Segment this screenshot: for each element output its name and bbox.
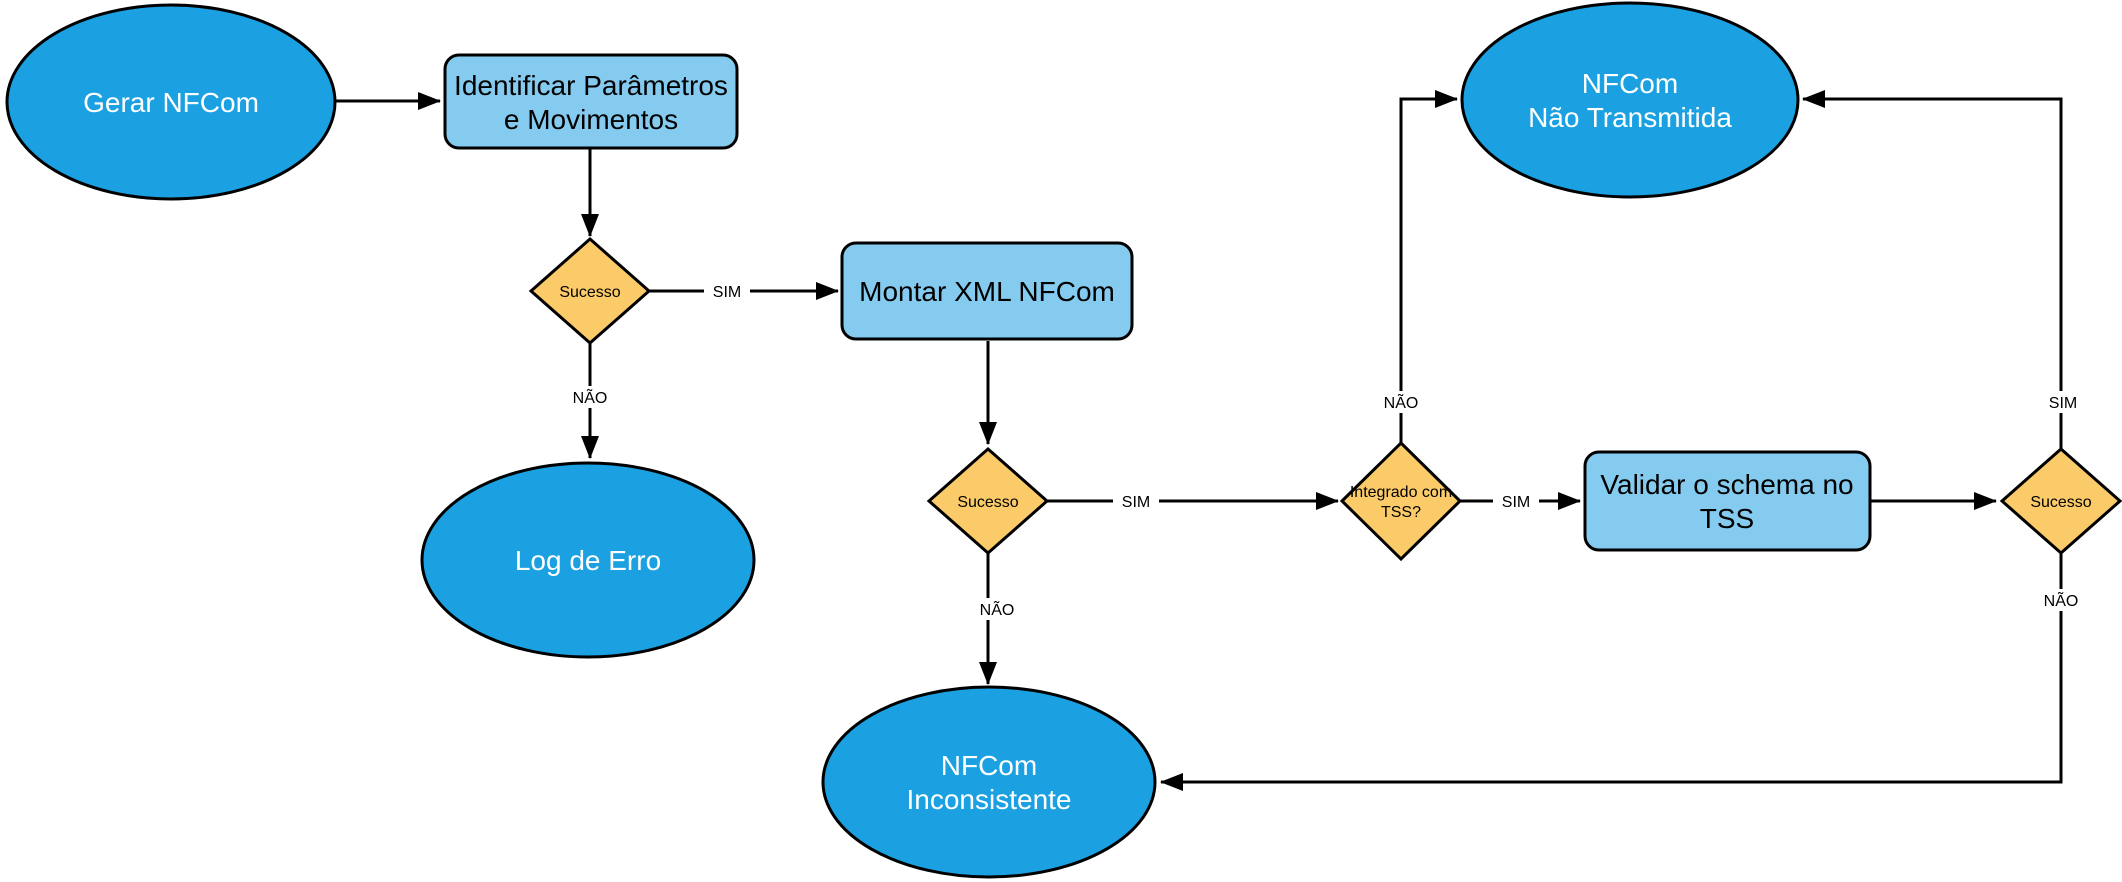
terminal-ellipse bbox=[1460, 1, 1800, 199]
edge-sucesso2-sim-to-integrado: SIM bbox=[1047, 490, 1339, 512]
terminal-ellipse bbox=[420, 461, 756, 659]
node-log-de-erro: Log de Erro bbox=[420, 461, 756, 659]
node-label: Sucesso bbox=[2030, 494, 2091, 511]
edge-integrado-sim-to-validar: SIM bbox=[1460, 490, 1581, 512]
node-label: Sucesso bbox=[559, 284, 620, 301]
node-nfcom-nao-transmitida: NFCom Não Transmitida bbox=[1460, 1, 1800, 199]
node-label: TSS? bbox=[1381, 504, 1421, 521]
process-rect bbox=[1583, 450, 1872, 552]
node-label: Identificar Parâmetros bbox=[454, 70, 728, 101]
node-label: Validar o schema no bbox=[1600, 469, 1853, 500]
node-sucesso-2: Sucesso bbox=[926, 447, 1050, 555]
process-rect bbox=[840, 241, 1134, 341]
node-identificar-parametros: Identificar Parâmetros e Movimentos bbox=[443, 53, 739, 150]
edge-label-background bbox=[2040, 391, 2086, 413]
edge-label-nao: NÃO bbox=[573, 387, 608, 407]
node-label: TSS bbox=[1700, 503, 1754, 534]
node-nfcom-inconsistente: NFCom Inconsistente bbox=[821, 685, 1157, 879]
node-label: Integrado com bbox=[1350, 484, 1452, 501]
node-sucesso-3: Sucesso bbox=[1999, 447, 2122, 555]
node-label: Inconsistente bbox=[907, 784, 1072, 815]
decision-diamond bbox=[1999, 447, 2122, 555]
edge-label-nao: NÃO bbox=[1384, 392, 1419, 412]
edge-label-sim: SIM bbox=[1502, 494, 1530, 511]
node-gerar-nfcom: Gerar NFCom bbox=[5, 3, 337, 201]
connector-line bbox=[1802, 90, 2063, 449]
node-label: NFCom bbox=[1582, 68, 1678, 99]
connector-line bbox=[1399, 90, 1458, 445]
edge-sucesso3-sim-to-nao-transmitida: SIM bbox=[1802, 90, 2086, 449]
node-label: Não Transmitida bbox=[1528, 102, 1732, 133]
node-label: e Movimentos bbox=[504, 104, 678, 135]
edge-label-background bbox=[565, 386, 615, 408]
edge-label-background bbox=[2036, 589, 2086, 611]
node-integrado-com-tss: Integrado com TSS? bbox=[1339, 440, 1463, 562]
edge-label-background bbox=[704, 280, 750, 302]
node-label: Log de Erro bbox=[515, 545, 661, 576]
decision-diamond bbox=[1339, 440, 1463, 562]
node-sucesso-1: Sucesso bbox=[528, 237, 652, 345]
node-montar-xml: Montar XML NFCom bbox=[840, 241, 1134, 341]
edge-sucesso1-nao-to-log-de-erro: NÃO bbox=[565, 343, 615, 459]
edge-label-background bbox=[972, 598, 1022, 620]
edge-label-sim: SIM bbox=[2049, 395, 2077, 412]
edge-label-nao: NÃO bbox=[980, 599, 1015, 619]
edge-label-nao: NÃO bbox=[2044, 590, 2079, 610]
node-label: Sucesso bbox=[957, 494, 1018, 511]
terminal-ellipse bbox=[821, 685, 1157, 879]
terminal-ellipse bbox=[5, 3, 337, 201]
edge-label-sim: SIM bbox=[1122, 494, 1150, 511]
edge-integrado-nao-to-nao-transmitida: NÃO bbox=[1376, 90, 1458, 445]
node-label: Montar XML NFCom bbox=[859, 276, 1115, 307]
edge-label-sim: SIM bbox=[713, 284, 741, 301]
node-label: Gerar NFCom bbox=[83, 87, 259, 118]
decision-diamond bbox=[528, 237, 652, 345]
edge-sucesso3-nao-to-inconsistente: NÃO bbox=[1160, 553, 2086, 791]
edge-sucesso1-sim-to-montar-xml: SIM bbox=[649, 280, 839, 302]
node-label: NFCom bbox=[941, 750, 1037, 781]
node-validar-schema: Validar o schema no TSS bbox=[1583, 450, 1872, 552]
edge-label-background bbox=[1493, 490, 1539, 512]
decision-diamond bbox=[926, 447, 1050, 555]
edge-sucesso2-nao-to-inconsistente: NÃO bbox=[972, 553, 1022, 685]
edge-label-background bbox=[1376, 391, 1426, 413]
connector-line bbox=[1160, 553, 2063, 791]
process-rect bbox=[443, 53, 739, 150]
edge-label-background bbox=[1113, 490, 1159, 512]
